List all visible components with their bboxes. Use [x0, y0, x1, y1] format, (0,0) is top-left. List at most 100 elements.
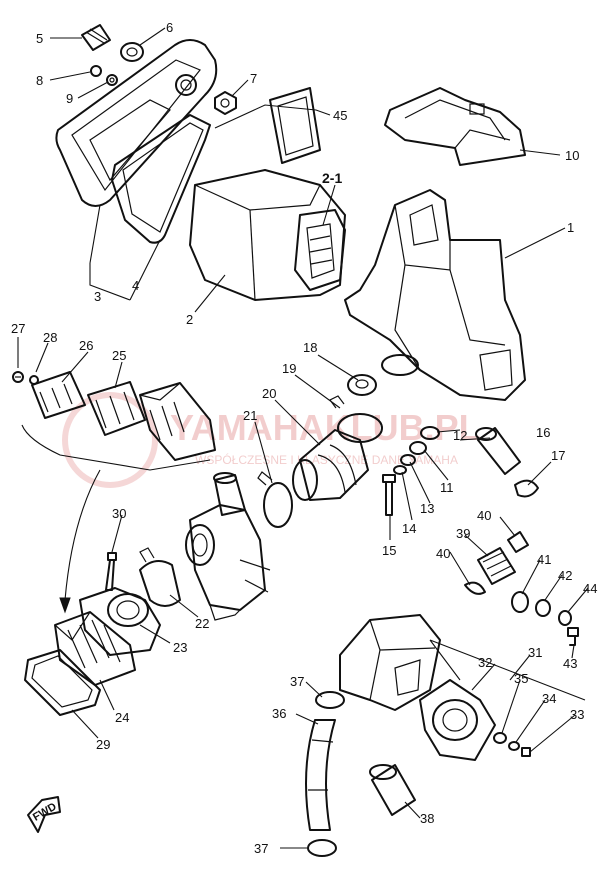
callout-45: 45 — [333, 108, 347, 123]
cable-adjuster-39 — [477, 547, 516, 585]
intake-manifold — [79, 587, 161, 656]
air-box-cover — [55, 39, 218, 207]
reed-petal — [87, 381, 146, 436]
callout-37b: 37 — [254, 841, 268, 856]
callout-14: 14 — [402, 521, 416, 536]
reed-plate-stopper — [31, 371, 86, 419]
callout-13: 13 — [420, 501, 434, 516]
callout-2: 2 — [186, 312, 193, 327]
air-box-gasket — [111, 114, 211, 244]
callout-44: 44 — [583, 581, 597, 596]
reed-valve-lower — [54, 611, 136, 686]
air-filter-element — [189, 169, 346, 301]
callout-41: 41 — [537, 552, 551, 567]
callout-30: 30 — [112, 506, 126, 521]
clamp-37-lower — [307, 839, 337, 857]
hose-36 — [305, 719, 336, 831]
bolt-30 — [105, 552, 117, 591]
callout-23: 23 — [173, 640, 187, 655]
intake-case — [339, 614, 441, 711]
screw-33 — [521, 747, 531, 757]
hose-clamp-21 — [257, 471, 293, 528]
callout-40b: 40 — [436, 546, 450, 561]
callout-38: 38 — [420, 811, 434, 826]
callout-31: 31 — [528, 645, 542, 660]
air-filter-mesh — [269, 87, 321, 164]
callout-29: 29 — [96, 737, 110, 752]
washer-13 — [400, 454, 416, 466]
callout-11: 11 — [440, 480, 454, 495]
hex-nut — [214, 91, 237, 115]
callout-40a: 40 — [477, 508, 491, 523]
bolt-15 — [382, 474, 396, 516]
callout-3: 3 — [94, 289, 101, 304]
callout-39: 39 — [456, 526, 470, 541]
callout-42: 42 — [558, 568, 572, 583]
callout-4: 4 — [132, 278, 139, 293]
callout-35: 35 — [514, 671, 528, 686]
washer-top — [29, 375, 39, 385]
watermark-sub: WSPÓŁCZESNE I KLASYCZNE DANE YAMAHA — [195, 452, 458, 467]
callout-12: 12 — [453, 428, 467, 443]
callout-26: 26 — [79, 338, 93, 353]
bolt-small — [90, 65, 102, 77]
callout-19: 19 — [282, 361, 296, 376]
clip-40 — [507, 531, 529, 553]
forward-arrow: FWD — [27, 796, 61, 833]
callout-6: 6 — [166, 20, 173, 35]
fwd-label: FWD — [31, 801, 59, 824]
callout-10: 10 — [565, 148, 579, 163]
callout-22: 22 — [195, 616, 209, 631]
callout-9: 9 — [66, 91, 73, 106]
callout-numbers: 5 6 8 9 7 45 10 1 2-1 2 3 4 27 28 26 25 … — [11, 20, 597, 856]
watermark: YAMAHAKLUB.PL WSPÓŁCZESNE I KLASYCZNE DA… — [62, 392, 481, 488]
callout-25: 25 — [112, 348, 126, 363]
cap-18 — [347, 374, 377, 396]
hose-clamp-19 — [329, 395, 383, 443]
bolt-43 — [567, 627, 579, 646]
grommet — [120, 42, 144, 62]
callout-37a: 37 — [290, 674, 304, 689]
callout-28: 28 — [43, 330, 57, 345]
callout-43: 43 — [563, 656, 577, 671]
callout-16: 16 — [536, 425, 550, 440]
collar-12 — [420, 426, 440, 440]
callout-21: 21 — [243, 408, 257, 423]
callout-33: 33 — [570, 707, 584, 722]
clip-17 — [514, 479, 539, 498]
carburetor-joint — [292, 429, 369, 501]
spring-41 — [511, 591, 529, 613]
reed-gasket — [24, 649, 101, 716]
callout-34: 34 — [542, 691, 556, 706]
pipe-38 — [369, 764, 416, 816]
callout-32: 32 — [478, 655, 492, 670]
callout-18: 18 — [303, 340, 317, 355]
elbow-joint — [419, 679, 496, 761]
washer-small — [106, 74, 118, 86]
callout-2-1: 2-1 — [322, 170, 342, 186]
cap-rubber — [81, 24, 111, 51]
washer-44 — [558, 610, 572, 626]
grommet-11 — [409, 441, 427, 455]
callout-17: 17 — [551, 448, 565, 463]
reed-valve-body — [139, 382, 216, 461]
carburetor — [185, 472, 271, 621]
air-box — [344, 189, 526, 401]
callout-36: 36 — [272, 706, 286, 721]
hose-16 — [475, 427, 521, 475]
callout-8: 8 — [36, 73, 43, 88]
screw-small-top — [12, 371, 24, 383]
washer-35 — [493, 732, 507, 744]
leader-lines — [17, 27, 589, 849]
clamp-37-upper — [315, 691, 345, 709]
ring-40b — [464, 581, 486, 595]
callout-1: 1 — [567, 220, 574, 235]
callout-15: 15 — [382, 543, 396, 558]
washer-34 — [508, 741, 520, 751]
air-box-bracket — [384, 87, 526, 166]
callout-24: 24 — [115, 710, 129, 725]
callout-5: 5 — [36, 31, 43, 46]
callout-27: 27 — [11, 321, 25, 336]
